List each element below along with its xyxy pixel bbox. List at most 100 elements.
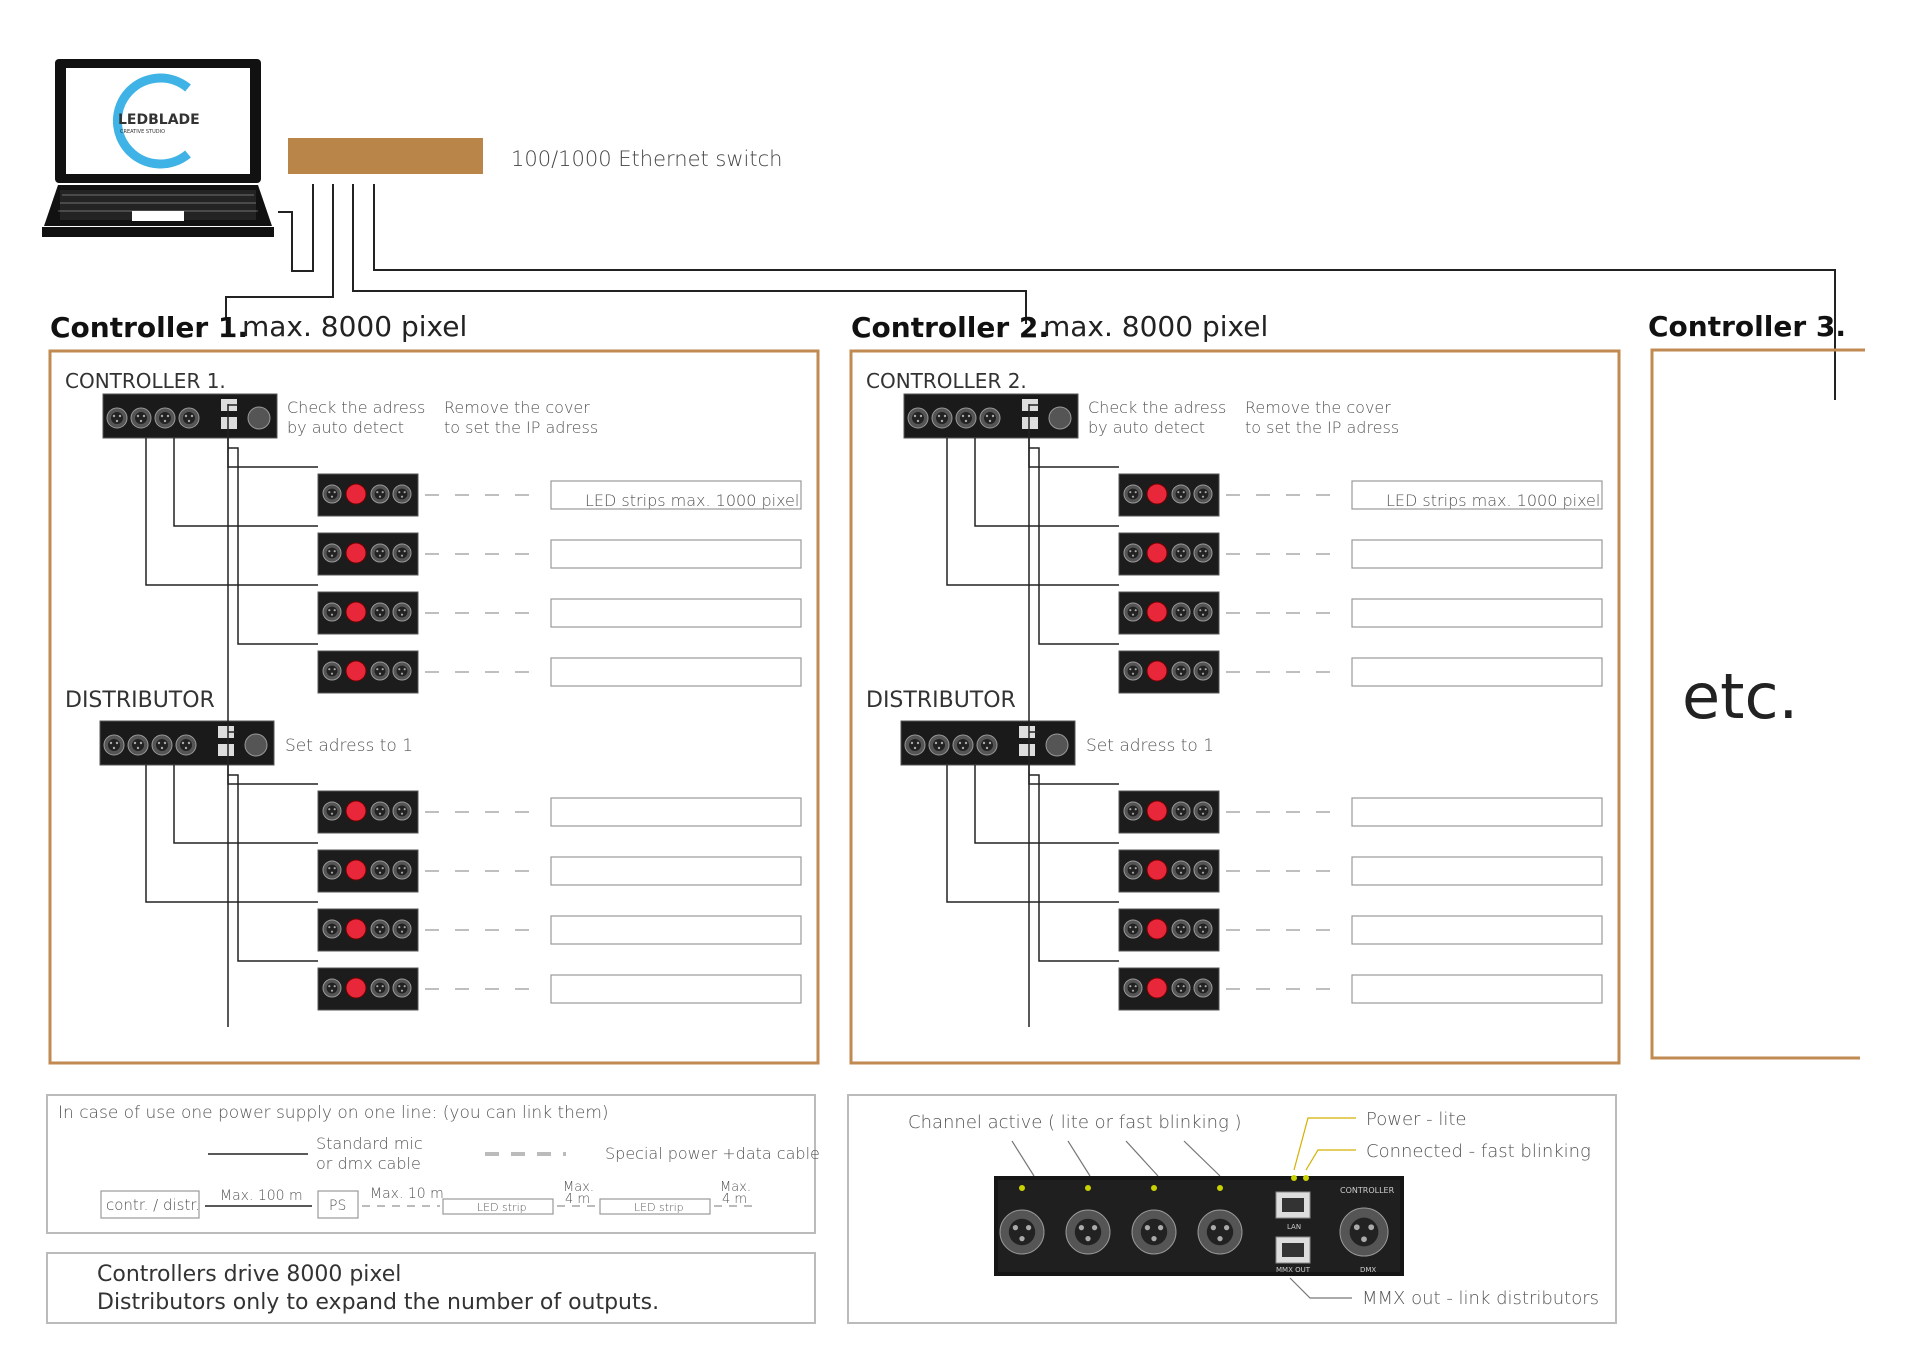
check-address-note-2: by auto detect xyxy=(287,418,404,437)
max-pixel-label: max. 8000 pixel xyxy=(242,310,467,343)
xlr-port-icon xyxy=(1131,1209,1177,1255)
xlr-port-icon xyxy=(392,919,412,939)
controller-label: CONTROLLER 2. xyxy=(866,369,1027,393)
pixel-distributor-unit xyxy=(1118,532,1220,576)
led-strip-box xyxy=(550,856,802,886)
xlr-port-icon xyxy=(1197,1209,1243,1255)
controller-detail-box: Channel active ( lite or fast blinking )… xyxy=(847,1094,1617,1324)
laptop-icon: LEDBLADE CREATIVE STUDIO xyxy=(42,59,274,237)
controller-device xyxy=(903,393,1079,439)
pixel-distributor-unit xyxy=(317,849,419,893)
xlr-port-icon xyxy=(1193,978,1213,998)
pixel-distributor-unit xyxy=(1118,473,1220,517)
red-connector-icon xyxy=(1146,483,1168,505)
xlr-port-icon xyxy=(370,860,390,880)
led-strip-box xyxy=(1351,480,1603,510)
xlr-port-icon xyxy=(1123,543,1143,563)
channel-led-icon xyxy=(1085,1185,1091,1191)
xlr-port-icon xyxy=(1171,801,1191,821)
led-strip-box xyxy=(1351,539,1603,569)
xlr-port-icon xyxy=(1171,661,1191,681)
led-strip-box xyxy=(1351,657,1603,687)
max-4m-label-1b: 4 m xyxy=(565,1192,590,1207)
xlr-port-icon xyxy=(1123,484,1143,504)
data-cables xyxy=(946,404,1119,1027)
led-strip-box xyxy=(550,539,802,569)
xlr-port-icon xyxy=(392,801,412,821)
channel-led-icon xyxy=(1151,1185,1157,1191)
red-connector-icon xyxy=(345,483,367,505)
pixel-distributor-unit xyxy=(1118,967,1220,1011)
xlr-port-icon xyxy=(392,602,412,622)
power-label: Power - lite xyxy=(1366,1109,1467,1130)
xlr-port-icon xyxy=(1171,484,1191,504)
connected-label: Connected - fast blinking xyxy=(1366,1141,1591,1162)
red-connector-icon xyxy=(345,660,367,682)
legend-intro: In case of use one power supply on one l… xyxy=(58,1103,609,1123)
pixel-distributor-unit xyxy=(317,650,419,694)
led-strip-box xyxy=(550,974,802,1004)
channel-active-label: Channel active ( lite or fast blinking ) xyxy=(908,1112,1242,1133)
led-strip-label-1: LED strip xyxy=(477,1201,527,1214)
panel-dmx-text: DMX xyxy=(1360,1266,1376,1274)
red-connector-icon xyxy=(1146,601,1168,623)
xlr-port-icon xyxy=(1193,602,1213,622)
distributor-label: DISTRIBUTOR xyxy=(65,688,215,713)
controller-frame xyxy=(48,349,820,1065)
red-connector-icon xyxy=(345,977,367,999)
red-connector-icon xyxy=(345,800,367,822)
xlr-port-icon xyxy=(392,661,412,681)
led-strip-box xyxy=(550,797,802,827)
remove-cover-note-2: to set the IP adress xyxy=(444,418,598,437)
xlr-port-icon xyxy=(392,978,412,998)
led-strip-box xyxy=(550,915,802,945)
xlr-port-icon xyxy=(1171,919,1191,939)
ledblade-logo: LEDBLADE CREATIVE STUDIO xyxy=(112,73,200,169)
controller-title: Controller 1. xyxy=(50,311,248,344)
panel-lan-text: LAN xyxy=(1287,1223,1301,1231)
notes-box: Controllers drive 8000 pixel Distributor… xyxy=(46,1252,816,1324)
xlr-port-icon xyxy=(103,734,125,756)
xlr-port-icon xyxy=(175,734,197,756)
xlr-port-icon xyxy=(1193,543,1213,563)
xlr-port-icon xyxy=(370,801,390,821)
controller-3-section: Controller 3. etc. xyxy=(1648,310,1865,1060)
xlr-port-icon xyxy=(1123,801,1143,821)
red-connector-icon xyxy=(345,918,367,940)
remove-cover-note-2: to set the IP adress xyxy=(1245,418,1399,437)
pixel-distributor-unit xyxy=(1118,908,1220,952)
xlr-port-icon xyxy=(1193,801,1213,821)
xlr-port-icon xyxy=(1193,919,1213,939)
red-connector-icon xyxy=(1146,660,1168,682)
set-address-note: Set adress to 1 xyxy=(285,736,413,756)
distributor-label: DISTRIBUTOR xyxy=(866,688,1016,713)
xlr-port-icon xyxy=(322,543,342,563)
max-4m-label-1a: Max. xyxy=(563,1180,594,1195)
led-strip-box xyxy=(1351,797,1603,827)
xlr-port-icon xyxy=(322,661,342,681)
xlr-port-icon xyxy=(1123,919,1143,939)
pixel-distributor-unit xyxy=(317,908,419,952)
xlr-port-icon xyxy=(1193,661,1213,681)
xlr-port-icon xyxy=(370,602,390,622)
red-connector-icon xyxy=(1146,800,1168,822)
max-4m-label-2a: Max. xyxy=(720,1180,751,1195)
led-strip-box xyxy=(1351,598,1603,628)
channel-led-icon xyxy=(1217,1185,1223,1191)
xlr-port-icon xyxy=(370,978,390,998)
standard-cable-line2: or dmx cable xyxy=(316,1154,421,1173)
xlr-port-icon xyxy=(1171,543,1191,563)
standard-cable-line1: Standard mic xyxy=(316,1134,423,1153)
mmx-out-label: MMX out - link distributors xyxy=(1362,1288,1599,1309)
xlr-port-icon xyxy=(1193,484,1213,504)
pixel-distributor-unit xyxy=(317,532,419,576)
xlr-port-icon xyxy=(928,734,950,756)
xlr-port-icon xyxy=(322,484,342,504)
pixel-distributor-unit xyxy=(1118,591,1220,635)
xlr-port-icon xyxy=(1171,978,1191,998)
red-connector-icon xyxy=(1146,977,1168,999)
pixel-distributor-unit xyxy=(317,591,419,635)
xlr-port-icon xyxy=(955,407,977,429)
xlr-port-icon xyxy=(976,734,998,756)
